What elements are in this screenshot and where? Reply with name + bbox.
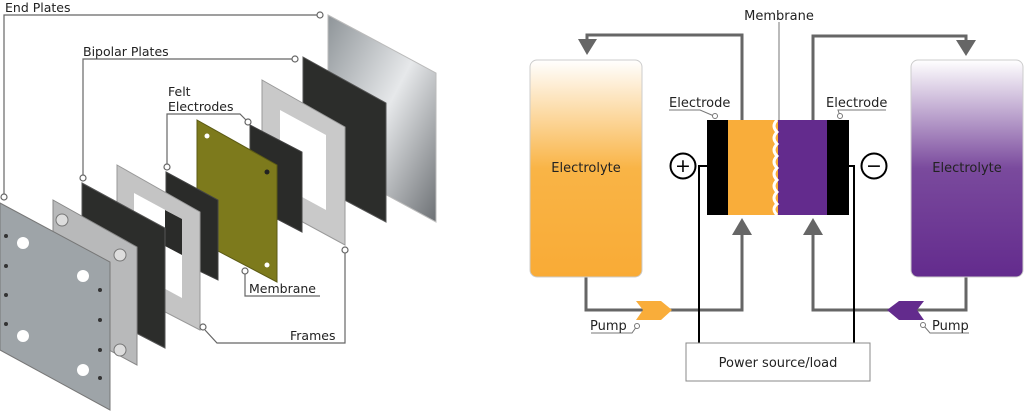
label-electrolyte-left: Electrolyte <box>551 161 620 176</box>
label-bipolar-plates: Bipolar Plates <box>83 44 169 59</box>
label-membrane-stack: Membrane <box>249 281 316 296</box>
label-membrane: Membrane <box>744 9 814 24</box>
svg-text:+: + <box>675 155 691 177</box>
positive-terminal-icon: + <box>669 152 697 180</box>
label-electrode-left: Electrode <box>669 96 730 111</box>
pump-right-icon <box>887 301 924 320</box>
label-end-plates: End Plates <box>5 0 71 15</box>
power-source-box <box>685 342 871 382</box>
membrane-wave <box>772 118 780 217</box>
flow-arrows <box>578 39 976 235</box>
pump-left-icon <box>636 301 672 320</box>
label-felt: Felt <box>168 84 191 99</box>
arrow-down-right-icon <box>956 40 976 56</box>
arrow-up-right-icon <box>803 218 823 235</box>
svg-text:−: − <box>866 155 882 177</box>
tank-left <box>529 59 643 278</box>
label-frames: Frames <box>290 328 335 343</box>
label-electrode-right: Electrode <box>826 96 887 111</box>
end-plate-front <box>0 202 111 411</box>
schematic-callout-lines <box>591 22 969 334</box>
arrow-down-left-icon <box>578 39 597 55</box>
wires <box>698 165 855 343</box>
arrow-up-left-icon <box>732 218 752 235</box>
tank-right <box>910 59 1024 278</box>
label-electrodes: Electrodes <box>168 99 234 114</box>
stack-callout-lines <box>0 11 349 344</box>
label-electrolyte-right: Electrolyte <box>932 161 1001 176</box>
cell <box>707 118 849 217</box>
exploded-stack <box>0 14 437 411</box>
label-pump-right: Pump <box>932 319 969 334</box>
label-power-source: Power source/load <box>719 356 838 371</box>
negative-terminal-icon: − <box>860 152 888 180</box>
label-pump-left: Pump <box>590 319 627 334</box>
